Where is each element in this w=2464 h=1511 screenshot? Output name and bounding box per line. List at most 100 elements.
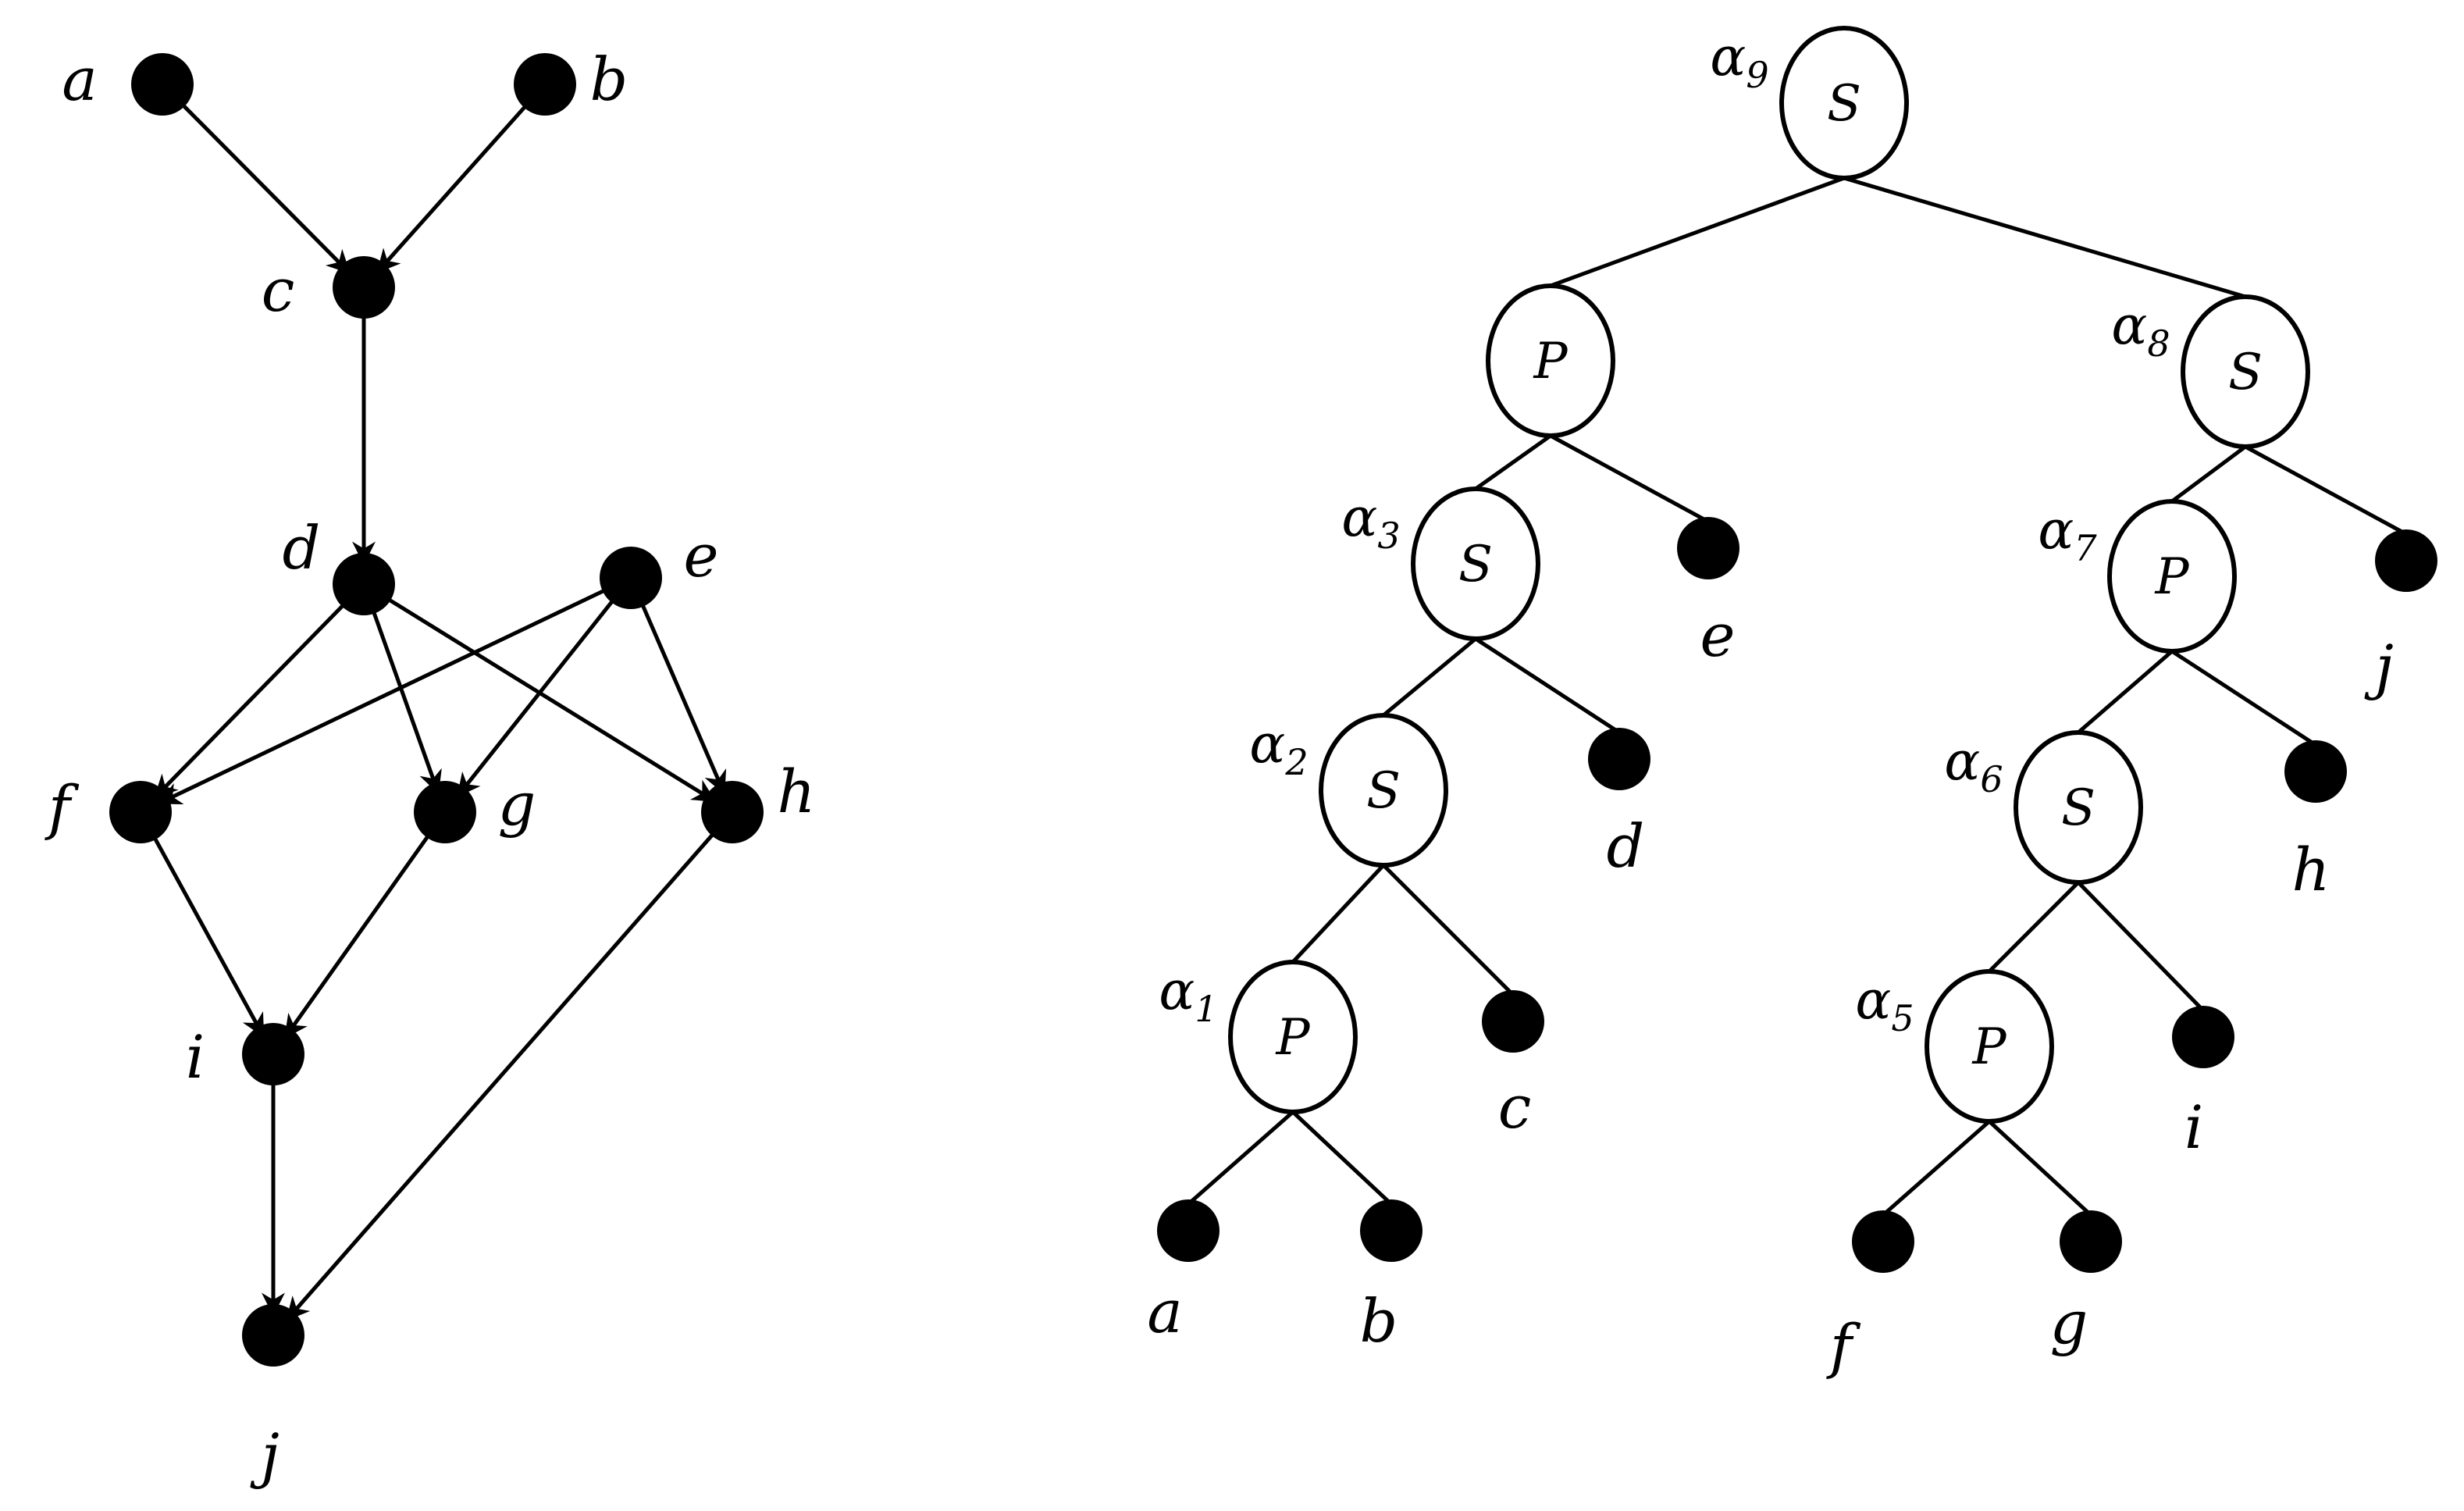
tree-op-node-n6 bbox=[2014, 730, 2143, 885]
dag-node-i bbox=[242, 1023, 304, 1085]
dag-node-label-b: b bbox=[590, 45, 628, 114]
tree-edge-n1-lb bbox=[1291, 1110, 1393, 1206]
tree-edge-p_top-n3 bbox=[1474, 433, 1552, 491]
tree-edge-n8-n7 bbox=[2170, 444, 2247, 504]
tree-leaf-label-g: g bbox=[2050, 1288, 2088, 1357]
tree-alpha-symbol-n6: α bbox=[1944, 731, 1980, 793]
tree-alpha-subscript-n8: 8 bbox=[2147, 323, 2170, 365]
tree-leaf-label-e: e bbox=[1700, 600, 1736, 670]
dag-edge-b-c bbox=[376, 104, 528, 274]
tree-op-node-n1 bbox=[1228, 960, 1358, 1114]
tree-alpha-label-n9: α9 bbox=[1710, 27, 1768, 96]
tree-leaf-f bbox=[1852, 1210, 1914, 1273]
tree-op-label-n8: S bbox=[2228, 344, 2263, 401]
tree-edge-n9-p_top bbox=[1550, 176, 1845, 288]
tree-op-label-n3: S bbox=[1458, 536, 1493, 593]
tree-leaf-g bbox=[2060, 1210, 2122, 1273]
tree-edge-n5-lf bbox=[1882, 1120, 1991, 1217]
dag-node-label-g: g bbox=[498, 769, 536, 839]
tree-alpha-subscript-n2: 2 bbox=[1284, 741, 1308, 783]
tree-leaf-i bbox=[2172, 1006, 2234, 1068]
dag-node-label-j: j bbox=[250, 1420, 280, 1490]
tree-alpha-subscript-n1: 1 bbox=[1195, 988, 1217, 1030]
tree-alpha-label-n5: α5 bbox=[1855, 970, 1914, 1039]
tree-edge-n6-li bbox=[2077, 881, 2205, 1012]
dag-node-label-d: d bbox=[283, 513, 321, 583]
dag-node-h bbox=[701, 781, 764, 843]
dag-edge-g-i bbox=[283, 833, 431, 1039]
dag-edge-f-i bbox=[152, 836, 265, 1038]
dag-edge-d-h bbox=[386, 597, 717, 804]
tree-op-node-n8 bbox=[2181, 294, 2310, 449]
dag-node-j bbox=[242, 1304, 304, 1367]
tree-leaf-label-f: f bbox=[1826, 1311, 1861, 1381]
tree-op-node-p_top bbox=[1486, 283, 1615, 438]
dag-node-g bbox=[414, 781, 476, 843]
tree-alpha-label-n3: α3 bbox=[1341, 487, 1400, 557]
tree-alpha-subscript-n9: 9 bbox=[1746, 54, 1768, 96]
dag-node-label-c: c bbox=[262, 255, 295, 325]
tree-edge-n5-lg bbox=[1988, 1120, 2092, 1217]
tree-alpha-label-n2: α2 bbox=[1249, 714, 1308, 783]
tree-op-label-n1: P bbox=[1275, 1009, 1310, 1067]
dag-node-e bbox=[600, 547, 662, 609]
tree-op-node-n5 bbox=[1925, 969, 2054, 1124]
tree-leaf-label-h: h bbox=[2292, 835, 2330, 904]
tree-edges bbox=[1187, 176, 2408, 1217]
tree-op-label-n5: P bbox=[1971, 1018, 2006, 1076]
dag-edge-e-f bbox=[158, 588, 607, 806]
dag-edge-d-g bbox=[371, 610, 442, 794]
tree-edge-n7-n6 bbox=[2077, 650, 2174, 734]
tree-leaf-label-a: a bbox=[1147, 1277, 1182, 1346]
dag-edge-d-f bbox=[153, 602, 346, 800]
dag-edge-e-h bbox=[640, 603, 727, 795]
tree-alpha-subscript-n7: 7 bbox=[2074, 527, 2097, 569]
tree-alpha-label-n7: α7 bbox=[2038, 500, 2097, 569]
tree-alpha-subscript-n5: 5 bbox=[1891, 997, 1914, 1039]
dag-node-f bbox=[109, 781, 172, 843]
tree-edge-p_top-le bbox=[1549, 433, 1710, 524]
tree-leaf-a bbox=[1157, 1199, 1220, 1262]
tree-leaf-e bbox=[1677, 517, 1739, 579]
tree-edge-n3-n2 bbox=[1382, 637, 1477, 717]
tree-op-node-n2 bbox=[1319, 713, 1448, 868]
tree-alpha-symbol-n7: α bbox=[2038, 500, 2074, 561]
dag-edge-h-j bbox=[285, 832, 716, 1322]
tree-alpha-symbol-n8: α bbox=[2111, 295, 2147, 357]
tree-leaf-label-b: b bbox=[1360, 1286, 1398, 1356]
tree-op-label-n6: S bbox=[2061, 779, 2095, 837]
tree-leaf-label-c: c bbox=[1498, 1072, 1532, 1142]
tree-op-label-n2: S bbox=[1366, 762, 1401, 820]
tree-leaf-label-i: i bbox=[2184, 1092, 2203, 1162]
tree-edge-n1-la bbox=[1187, 1110, 1294, 1206]
tree-op-node-n9 bbox=[1779, 26, 1909, 180]
tree-edge-n6-n5 bbox=[1988, 881, 2080, 973]
tree-op-label-n9: S bbox=[1827, 75, 1861, 133]
tree-alpha-label-n6: α6 bbox=[1944, 731, 2003, 800]
tree-edge-n2-lc bbox=[1382, 864, 1515, 996]
dag-node-label-i: i bbox=[186, 1022, 205, 1092]
tree-op-node-n7 bbox=[2107, 499, 2237, 654]
tree-leaf-label-j: j bbox=[2364, 632, 2394, 701]
dag-node-a bbox=[131, 53, 194, 116]
tree-alpha-symbol-n3: α bbox=[1341, 487, 1377, 549]
tree-op-label-n7: P bbox=[2154, 548, 2189, 606]
tree-leaf-c bbox=[1482, 990, 1544, 1053]
dag-node-label-f: f bbox=[45, 772, 80, 842]
tree-leaf-b bbox=[1360, 1199, 1422, 1262]
tree-op-node-n3 bbox=[1411, 486, 1540, 641]
tree-alpha-subscript-n3: 3 bbox=[1377, 515, 1400, 557]
tree-edge-n3-ld bbox=[1474, 636, 1621, 735]
tree-alpha-symbol-n5: α bbox=[1855, 970, 1891, 1032]
dag-node-label-e: e bbox=[684, 521, 719, 590]
tree-leaf-j bbox=[2375, 529, 2437, 592]
dag-edge-a-c bbox=[180, 102, 351, 275]
tree-edge-n8-lj bbox=[2244, 444, 2408, 536]
tree-alpha-symbol-n2: α bbox=[1249, 714, 1285, 775]
tree-leaf-label-d: d bbox=[1607, 811, 1645, 881]
tree-leaf-h bbox=[2284, 740, 2347, 803]
tree-edge-n2-n1 bbox=[1291, 864, 1385, 964]
dag-node-d bbox=[333, 553, 395, 615]
